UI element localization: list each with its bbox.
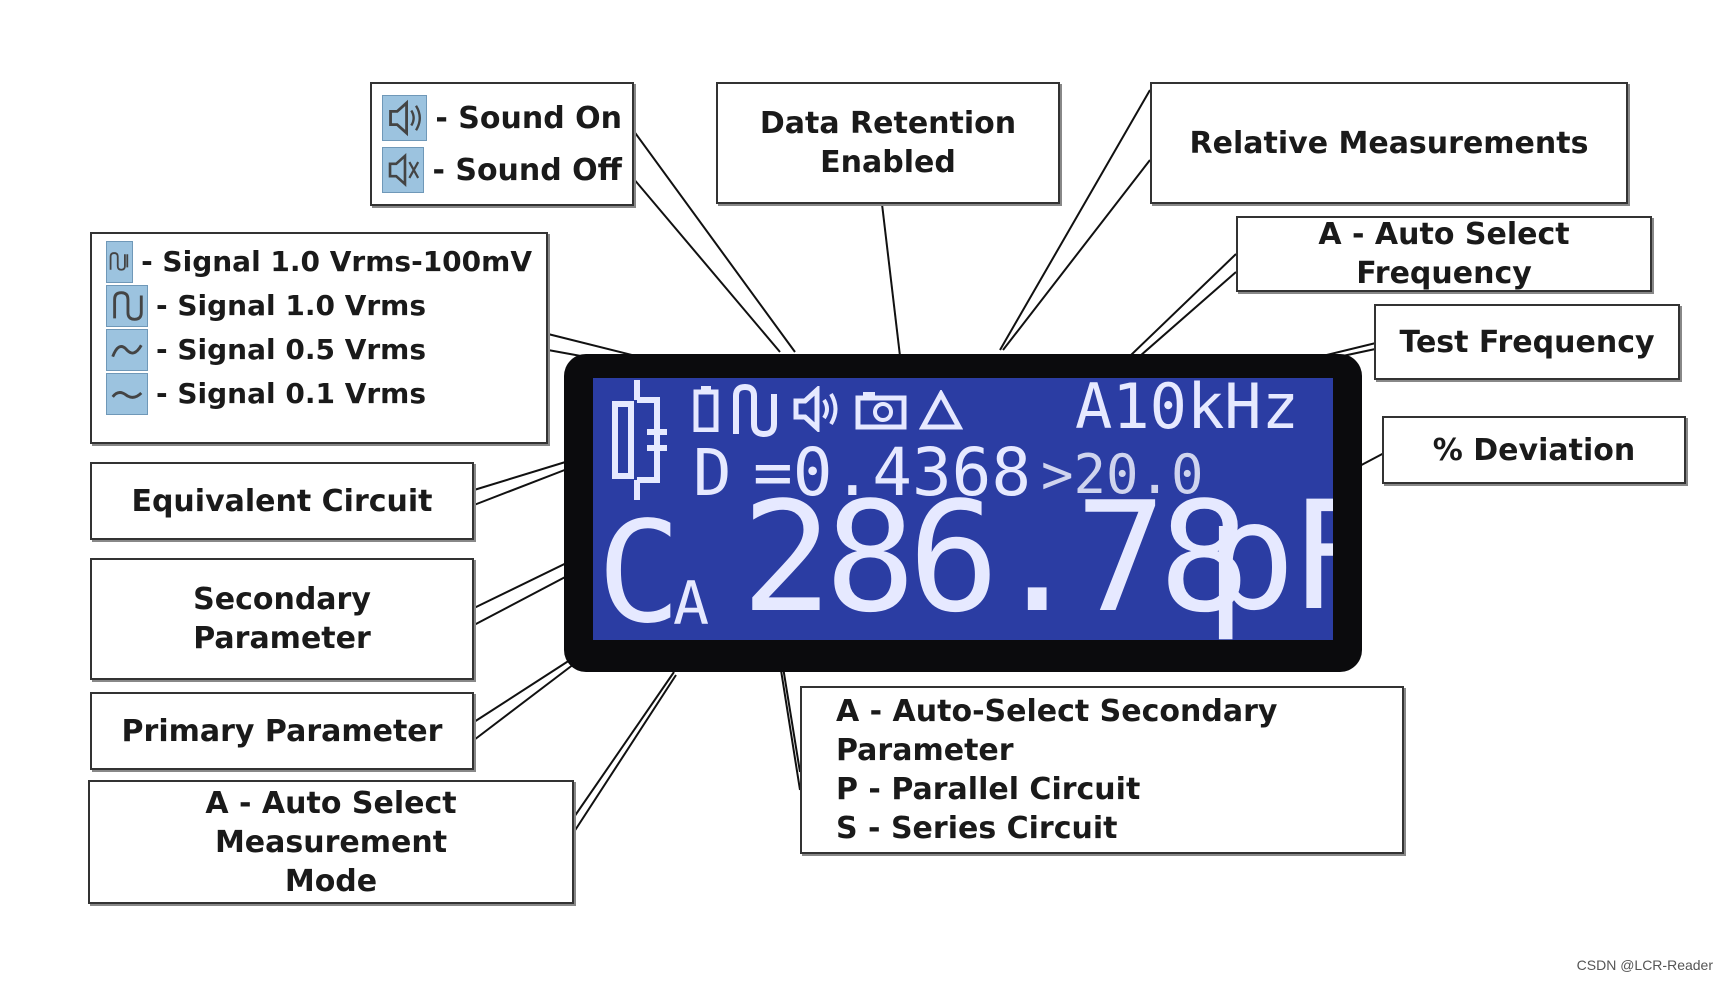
camera-icon [855, 392, 907, 430]
primary-parameter-label: Primary Parameter [121, 713, 443, 749]
signal-label-2: - Signal 1.0 Vrms [156, 288, 427, 322]
battery-icon [693, 386, 719, 432]
lcd-secondary-symbol: D [693, 437, 732, 511]
secondary-mode-parallel: P - Parallel Circuit [836, 772, 1141, 807]
auto-select-mode-box: A - Auto Select Measurement Mode [88, 780, 574, 904]
auto-select-mode-line-2: Mode [284, 863, 378, 899]
secondary-modes-box: A - Auto-Select Secondary Parameter P - … [800, 686, 1404, 854]
speaker-off-icon [382, 147, 425, 193]
lcd-secondary-value: =0.4368 [753, 434, 1032, 511]
auto-select-frequency-label: A - Auto Select Frequency [1318, 217, 1570, 291]
lcd-screen: A10kHz D =0.4368 >20.0 C A 286.78 pF [593, 378, 1333, 640]
lcd-primary-value: 286.78 [741, 469, 1250, 640]
data-retention-box: Data Retention Enabled [716, 82, 1060, 204]
equivalent-circuit-icon [612, 380, 667, 500]
secondary-parameter-line-2: Parameter [193, 621, 371, 656]
relative-measurements-box: Relative Measurements [1150, 82, 1628, 204]
secondary-parameter-line-1: Secondary [193, 582, 371, 617]
equivalent-circuit-label: Equivalent Circuit [131, 483, 433, 519]
watermark: CSDN @LCR-Reader [1576, 957, 1713, 973]
lcd-primary-mode: A [673, 569, 710, 639]
secondary-mode-auto: A - Auto-Select Secondary Parameter [836, 694, 1278, 768]
lcd-frequency: A10kHz [1075, 378, 1299, 443]
data-retention-line-2: Enabled [820, 145, 956, 180]
signal-icon [733, 384, 777, 438]
signal-label-4: - Signal 0.1 Vrms [156, 376, 427, 410]
primary-parameter-box: Primary Parameter [90, 692, 474, 770]
triangle-icon [919, 390, 963, 430]
signal-100mv-icon [106, 241, 134, 283]
relative-measurements-label: Relative Measurements [1189, 125, 1589, 161]
speaker-on-icon [382, 95, 428, 141]
auto-select-mode-line-1: A - Auto Select Measurement [205, 785, 457, 860]
test-frequency-label: Test Frequency [1399, 324, 1655, 360]
data-retention-line-1: Data Retention [759, 106, 1017, 141]
signal-0-5v-icon [106, 329, 148, 371]
deviation-label: % Deviation [1432, 432, 1636, 468]
sound-on-label: - Sound On [435, 100, 622, 136]
secondary-parameter-box: Secondary Parameter [90, 558, 474, 680]
sound-off-label: - Sound Off [432, 152, 622, 188]
secondary-mode-series: S - Series Circuit [836, 811, 1118, 846]
speaker-on-icon [793, 386, 838, 432]
equivalent-circuit-box: Equivalent Circuit [90, 462, 474, 540]
lcd-primary-unit: pF [1205, 470, 1333, 640]
test-frequency-box: Test Frequency [1374, 304, 1680, 380]
signal-label-1: - Signal 1.0 Vrms-100mV [141, 244, 532, 278]
auto-select-frequency-box: A - Auto Select Frequency [1236, 216, 1652, 292]
signal-1v-icon [106, 285, 148, 327]
signal-legend-box: - Signal 1.0 Vrms-100mV - Signal 1.0 Vrm… [90, 232, 548, 444]
sound-legend-box: - Sound On - Sound Off [370, 82, 634, 206]
lcd-deviation: >20.0 [1041, 443, 1204, 506]
signal-0-1v-icon [106, 373, 148, 415]
lcd-primary-symbol: C [597, 492, 682, 641]
deviation-box: % Deviation [1382, 416, 1686, 484]
signal-label-3: - Signal 0.5 Vrms [156, 332, 427, 366]
